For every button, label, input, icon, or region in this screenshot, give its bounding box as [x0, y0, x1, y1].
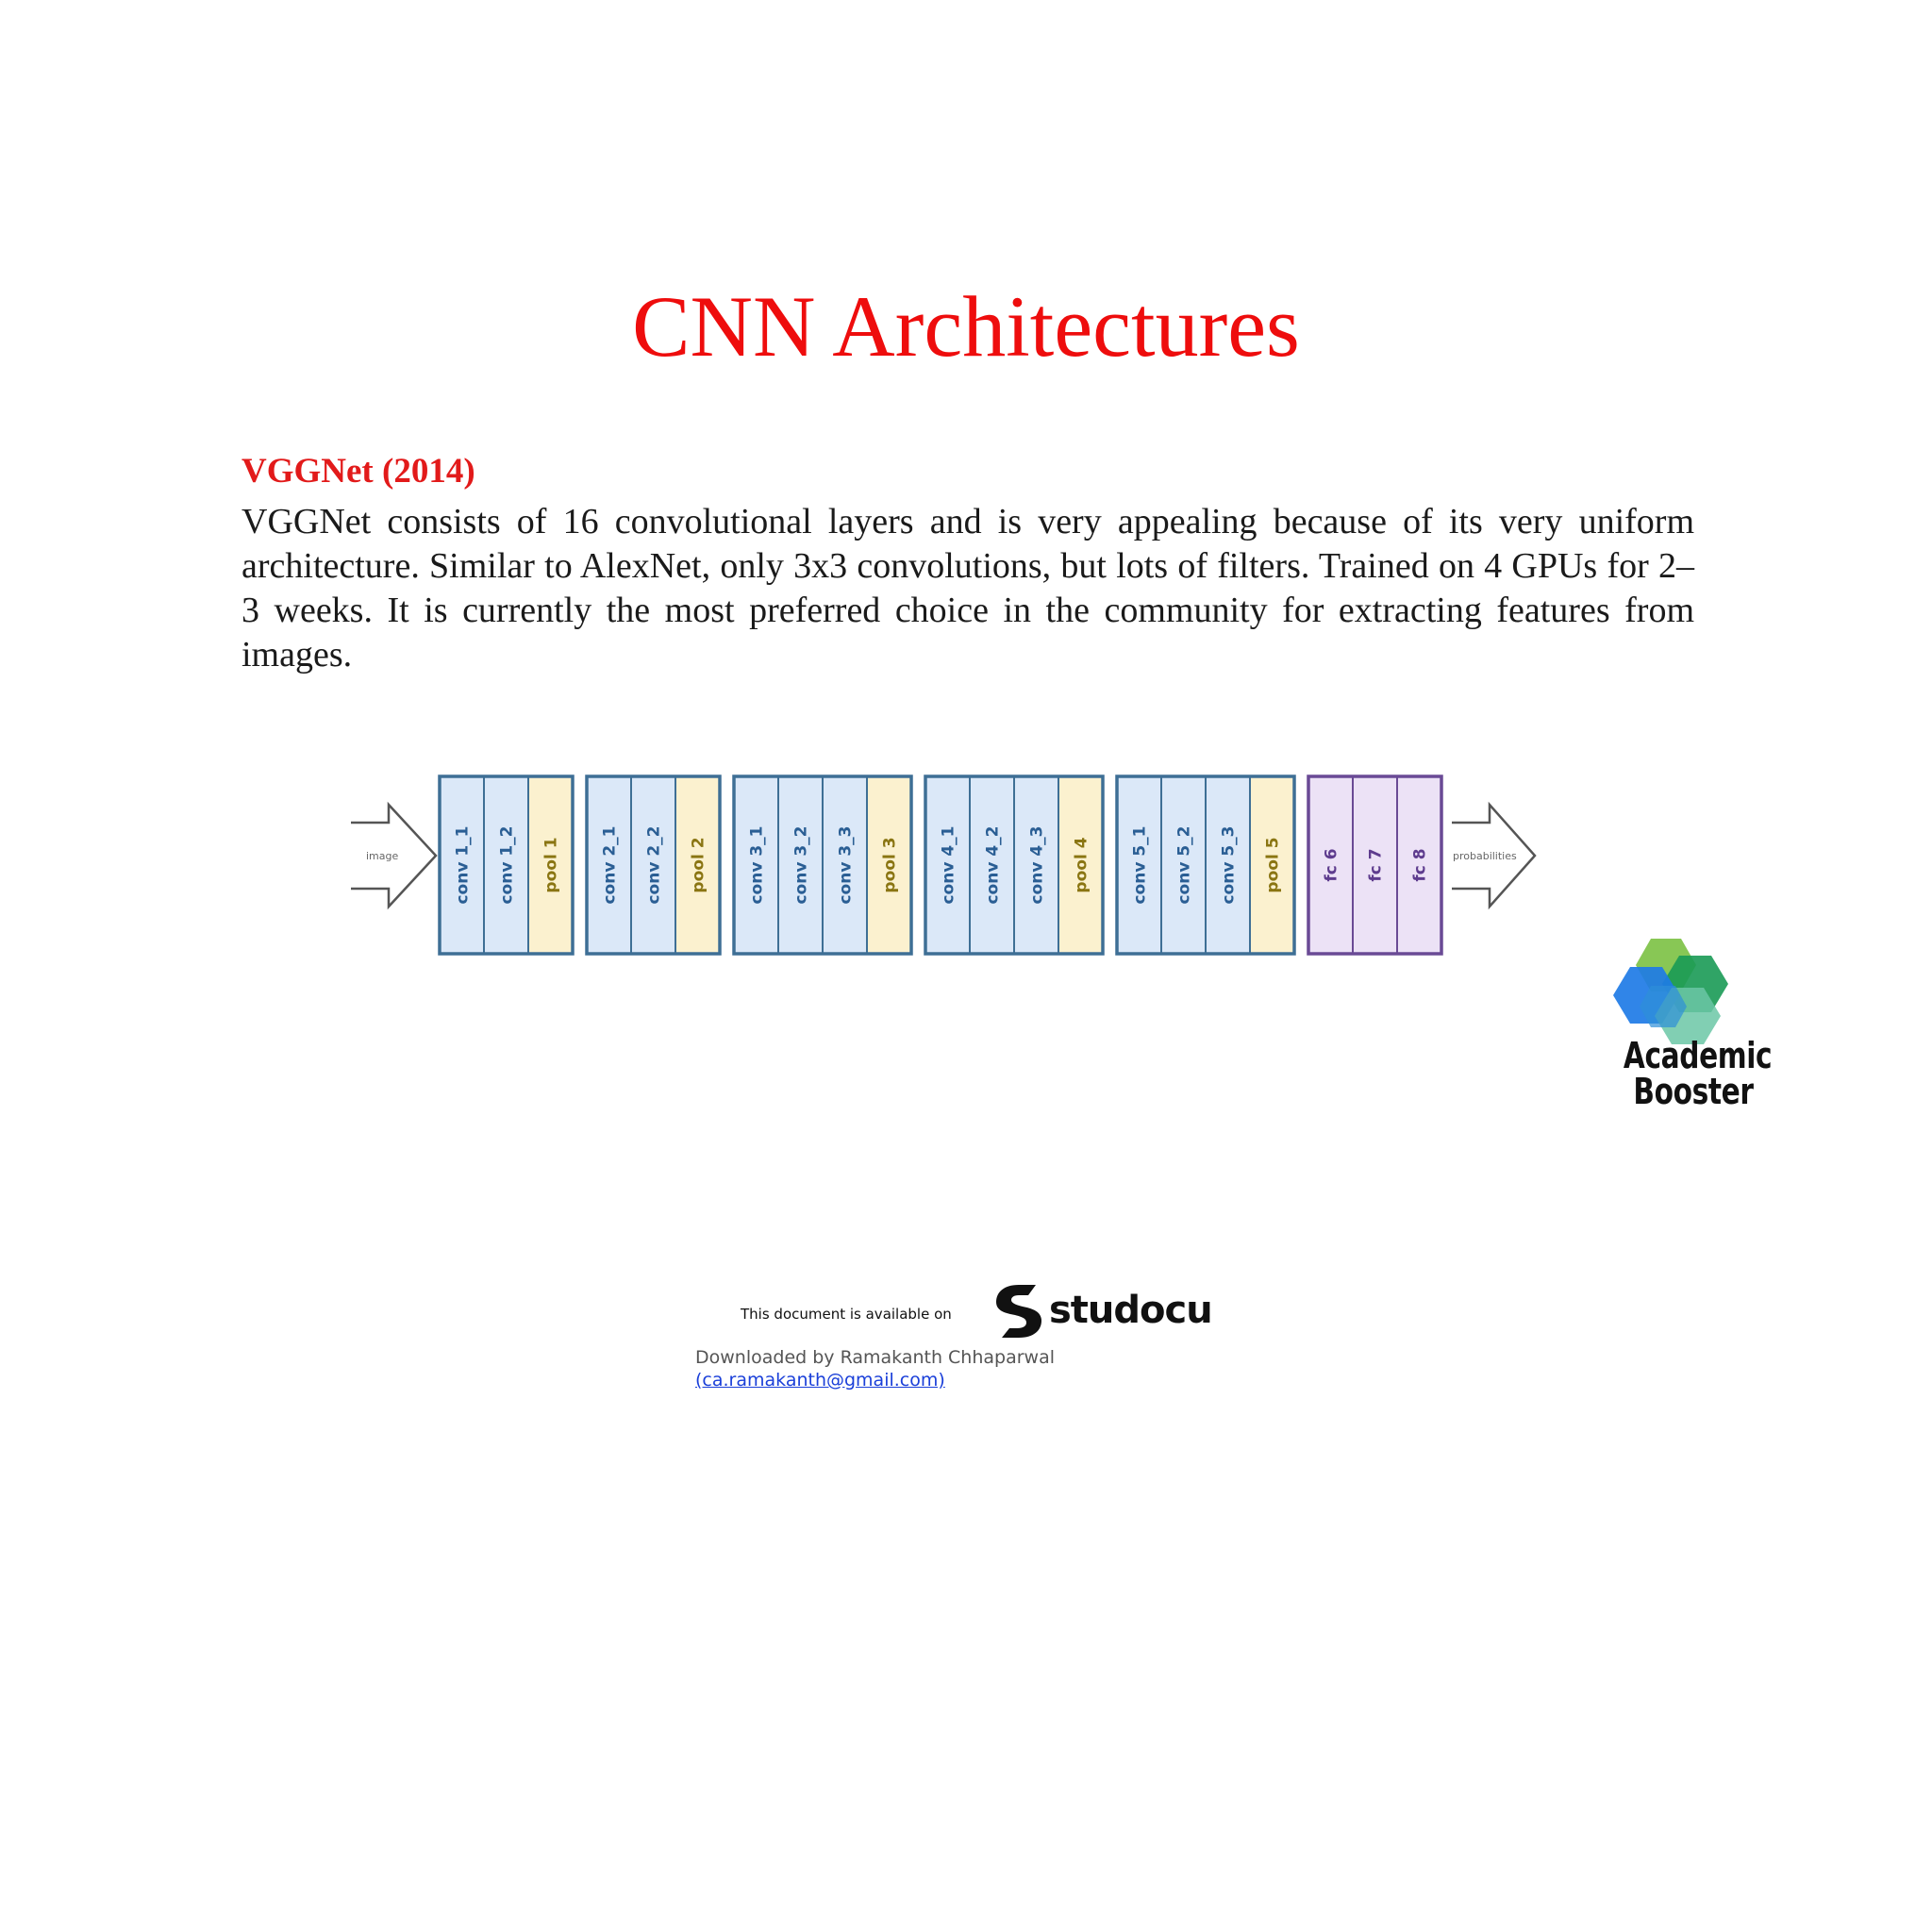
input-label: image: [366, 850, 398, 862]
layer-cell-fc: [1352, 775, 1398, 955]
layer-cell-conv: [1205, 775, 1251, 955]
layer-block-1: conv 1_1 conv 1_2 pool 1: [438, 774, 575, 956]
layer-cell-pool: [675, 775, 721, 955]
layer-label: conv 3_1: [748, 825, 767, 904]
layer-block-6: fc 6 fc 7 fc 8: [1307, 774, 1443, 956]
output-arrow: probabilities: [1452, 801, 1537, 910]
layer-blocks: conv 1_1 conv 1_2 pool 1 conv 2_1 conv 2_2 po…: [438, 774, 1443, 956]
available-on-text: This document is available on: [741, 1306, 952, 1323]
layer-block-outline: [924, 774, 1105, 956]
layer-block-outline: [732, 774, 913, 956]
layer-block-2: conv 2_1 conv 2_2 pool 2: [585, 774, 722, 956]
layer-cell-conv: [483, 775, 529, 955]
academic-booster-wordmark: Academic Booster: [1623, 1035, 1773, 1112]
logo-line-2: Booster: [1633, 1071, 1754, 1112]
layer-cell-conv: [969, 775, 1015, 955]
layer-cell-conv: [733, 775, 779, 955]
layer-block-outline: [438, 774, 575, 956]
layer-label: conv 5_1: [1131, 825, 1150, 904]
layer-block-5: conv 5_1 conv 5_2 conv 5_3 pool 5: [1115, 774, 1296, 956]
layer-label: conv 2_1: [601, 825, 620, 904]
layer-label: pool 4: [1073, 837, 1091, 892]
layer-label: pool 1: [542, 837, 561, 892]
studocu-brand: studocu: [1049, 1289, 1213, 1332]
input-arrow: image: [351, 801, 438, 910]
logo-line-1: Academic: [1623, 1035, 1773, 1076]
layer-label: conv 4_1: [940, 825, 958, 904]
section-heading: VGGNet (2014): [242, 452, 475, 491]
layer-label: pool 2: [690, 837, 708, 892]
layer-label: conv 4_3: [1028, 825, 1047, 904]
downloader-email-link[interactable]: (ca.ramakanth@gmail.com): [695, 1370, 945, 1391]
layer-label: pool 3: [881, 837, 900, 892]
layer-block-3: conv 3_1 conv 3_2 conv 3_3 pool 3: [732, 774, 913, 956]
layer-block-4: conv 4_1 conv 4_2 conv 4_3 pool 4: [924, 774, 1105, 956]
studocu-logo-icon: [996, 1285, 1041, 1338]
layer-label: conv 3_3: [837, 825, 856, 904]
layer-label: conv 5_3: [1220, 825, 1239, 904]
layer-cell-pool: [1249, 775, 1295, 955]
layer-label: conv 1_2: [498, 825, 517, 904]
page-title: CNN Architectures: [632, 278, 1300, 375]
academic-booster-logo: [1613, 939, 1728, 1044]
output-label: probabilities: [1453, 850, 1517, 862]
layer-label: conv 5_2: [1175, 825, 1194, 904]
layer-cell-fc: [1396, 775, 1442, 955]
layer-label: conv 1_1: [454, 825, 473, 904]
layer-block-outline: [585, 774, 722, 956]
layer-label: fc 7: [1367, 848, 1386, 881]
layer-label: fc 8: [1411, 848, 1430, 881]
layer-block-outline: [1307, 774, 1443, 956]
body-paragraph: VGGNet consists of 16 convolutional laye…: [242, 502, 1694, 675]
layer-label: fc 6: [1323, 848, 1341, 881]
layer-block-outline: [1115, 774, 1296, 956]
layer-label: conv 3_2: [792, 825, 811, 904]
downloaded-by-text: Downloaded by Ramakanth Chhaparwal: [695, 1347, 1056, 1368]
layer-label: pool 5: [1264, 837, 1283, 892]
layer-label: conv 4_2: [984, 825, 1003, 904]
document-footer: This document is available on studocu Do…: [695, 1283, 1261, 1396]
layer-label: conv 2_2: [645, 825, 664, 904]
